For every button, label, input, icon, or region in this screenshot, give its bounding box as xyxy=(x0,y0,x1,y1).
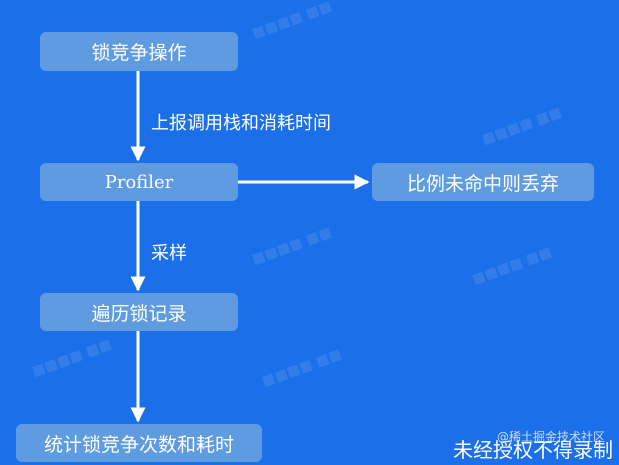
copyright-watermark: 未经授权不得录制 xyxy=(453,438,613,462)
node-stats: 统计锁竞争次数和耗时 xyxy=(16,424,262,462)
node-discard: 比例未命中则丢弃 xyxy=(372,163,594,201)
node-profiler: Profiler xyxy=(40,163,238,201)
node-lock-contention-op: 锁竞争操作 xyxy=(40,32,238,71)
edge-label-sample: 采样 xyxy=(151,243,187,264)
edge-label-report: 上报调用栈和消耗时间 xyxy=(151,113,331,134)
node-traverse-lock-records: 遍历锁记录 xyxy=(40,293,238,331)
site-watermark: @稀土掘金技术社区 xyxy=(496,430,605,444)
